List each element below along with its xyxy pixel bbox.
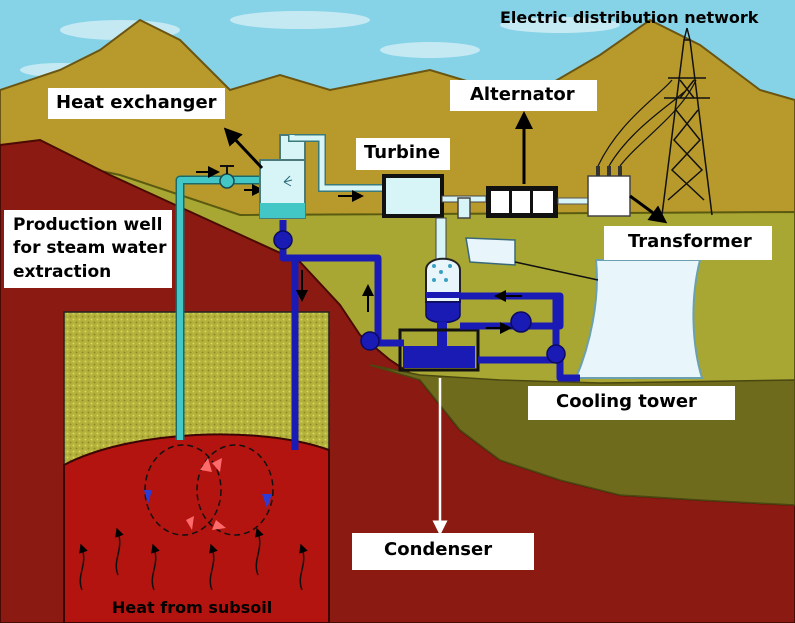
label-production-well-line2: for steam water [13, 237, 166, 260]
tower-water-inlet [466, 238, 515, 265]
label-condenser: Condenser [352, 533, 534, 570]
label-production-well-line1: Production well [13, 214, 166, 237]
alternator-unit [486, 186, 558, 218]
label-production-well: Production well for steam water extracti… [4, 210, 172, 288]
reservoir-hot-fluid [64, 434, 329, 623]
label-production-well-line3: extraction [13, 261, 166, 284]
label-heat-exchanger: Heat exchanger [48, 88, 225, 119]
cable [558, 198, 588, 204]
label-cooling-tower: Cooling tower [528, 386, 735, 420]
label-electric-distribution-network: Electric distribution network [500, 8, 758, 28]
turbine-unit [384, 176, 442, 216]
label-alternator: Alternator [450, 80, 597, 111]
coupling [458, 198, 470, 218]
label-transformer: Transformer [604, 226, 772, 260]
label-turbine: Turbine [356, 138, 450, 170]
label-heat-from-subsoil: Heat from subsoil [112, 598, 272, 618]
